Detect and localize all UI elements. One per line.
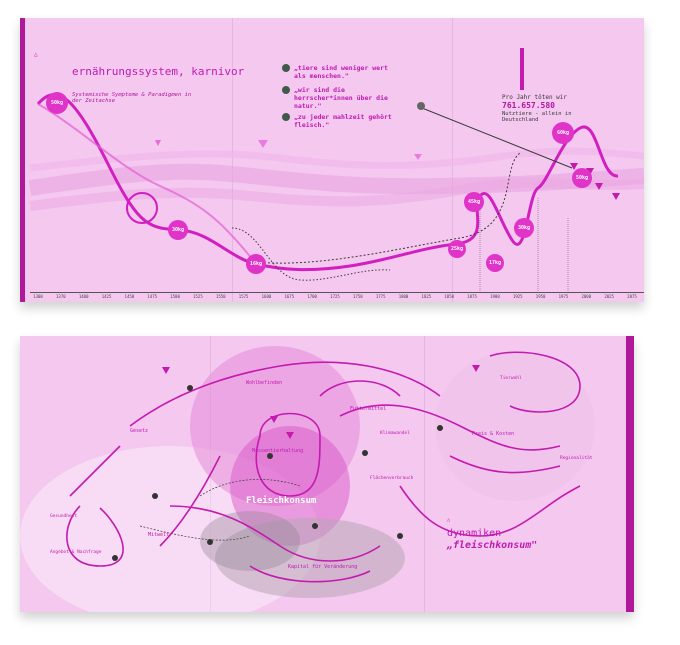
- warning-icon: △: [34, 51, 38, 58]
- page-fold: [232, 18, 233, 302]
- node-angebot: Angebot & Nachfrage: [50, 550, 102, 555]
- weight-marker: 60kg: [552, 122, 574, 144]
- timeline-tick-label: 1450: [124, 294, 135, 299]
- timeline-tick-label: 1800: [398, 294, 409, 299]
- top-spread: △ ernährungssystem, karnivor Systemische…: [20, 18, 644, 302]
- spread-edge: [20, 18, 25, 302]
- timeline-tick-label: 1950: [535, 294, 546, 299]
- stat-value: 761.657.580: [502, 101, 555, 110]
- timeline-tick-label: 1925: [512, 294, 523, 299]
- weight-marker: 50kg: [46, 92, 68, 114]
- timeline-tick-label: 1900: [490, 294, 500, 299]
- timeline-tick-label: 1575: [238, 294, 249, 299]
- page-fold: [424, 336, 425, 612]
- section-subtitle: Systemische Symptome & Paradigmen in der…: [72, 92, 192, 104]
- timeline-tick-label: 2000: [581, 294, 592, 299]
- section-title: ernährungssystem, karnivor: [72, 65, 245, 78]
- timeline-tick-label: 1525: [193, 294, 203, 299]
- timeline-tick-label: 1725: [330, 294, 340, 299]
- timeline-tick-label: 1550: [215, 294, 226, 299]
- timeline-tick-label: 1475: [147, 294, 158, 299]
- weight-marker: 25kg: [448, 240, 466, 258]
- quote-2: „wir sind die herrscher*innen über die n…: [294, 86, 388, 110]
- node-preis: Preis & Kosten: [472, 431, 515, 437]
- bottom-spread: Wohlbefinden Massentierhaltung Futtermit…: [20, 336, 634, 612]
- node-tierwohl: Tierwohl: [500, 376, 522, 381]
- weight-marker: 30kg: [514, 218, 534, 238]
- timeline-flow-graphic: [28, 48, 644, 292]
- node-massentierhaltung: Massentierhaltung: [252, 448, 304, 454]
- speaker-dot: [282, 86, 290, 94]
- timeline-tick-label: 1370: [56, 294, 66, 299]
- speaker-dot: [282, 113, 290, 121]
- title-line-1: dynamiken: [447, 528, 502, 539]
- stat-caption: Nutztiere - allein in Deutschland: [502, 111, 572, 123]
- node-futtermittel: Futtermittel: [350, 406, 387, 412]
- timeline-tick-label: 1775: [375, 294, 386, 299]
- node-gesetz: Gesetz: [130, 428, 149, 434]
- node-flaechenverbrauch: Flächenverbrauch: [370, 476, 414, 481]
- timeline-tick-label: 2075: [627, 294, 637, 299]
- timeline-tick-label: 1700: [307, 294, 317, 299]
- weight-marker: 30kg: [168, 220, 188, 240]
- weight-marker: 16kg: [246, 254, 266, 274]
- timeline-tick-label: 1750: [353, 294, 363, 299]
- node-gesundheit: Gesundheit: [50, 514, 78, 519]
- causal-loop-diagram: [20, 346, 595, 612]
- spread-edge: [626, 336, 634, 612]
- timeline-tick-label: 1675: [284, 294, 295, 299]
- timeline-tick-label: 1300: [33, 294, 43, 299]
- node-mitwelt: Mitwelt: [148, 532, 170, 538]
- quote-1: „tiere sind weniger wert als menschen.": [294, 64, 388, 80]
- node-klimawandel: Klimawandel: [380, 431, 410, 436]
- timeline-tick-label: 1400: [78, 294, 89, 299]
- center-label: Fleischkonsum: [246, 496, 317, 506]
- timeline-tick-label: 1600: [261, 294, 272, 299]
- weight-marker: 17kg: [486, 254, 504, 272]
- quote-3: „zu jeder mahlzeit gehört fleisch.": [294, 113, 392, 129]
- timeline-tick-label: 1425: [101, 294, 112, 299]
- warning-icon: △: [447, 517, 451, 523]
- stat-heading: Pro Jahr töten wir: [502, 94, 568, 101]
- timeline-tick-label: 1875: [467, 294, 477, 299]
- speaker-dot: [282, 64, 290, 72]
- source-dot: [417, 102, 425, 110]
- timeline-tick-label: 1500: [170, 294, 180, 299]
- timeline-tick-label: 2025: [604, 294, 614, 299]
- title-line-2: „fleischkonsum": [447, 540, 538, 551]
- weight-marker: 45kg: [464, 192, 484, 212]
- timeline-tick-label: 1850: [444, 294, 455, 299]
- timeline-axis: 1300 1370 1400 1425 1450 1475 1500 1525 1550 1575…: [30, 292, 644, 302]
- node-regionalitaet: Regionalität: [560, 456, 593, 461]
- node-kapital: Kapital für Veränderung: [288, 564, 358, 570]
- timeline-tick-label: 1975: [558, 294, 569, 299]
- node-wohlbefinden: Wohlbefinden: [246, 380, 283, 386]
- weight-marker: 50kg: [572, 168, 592, 188]
- timeline-tick-label: 1825: [421, 294, 432, 299]
